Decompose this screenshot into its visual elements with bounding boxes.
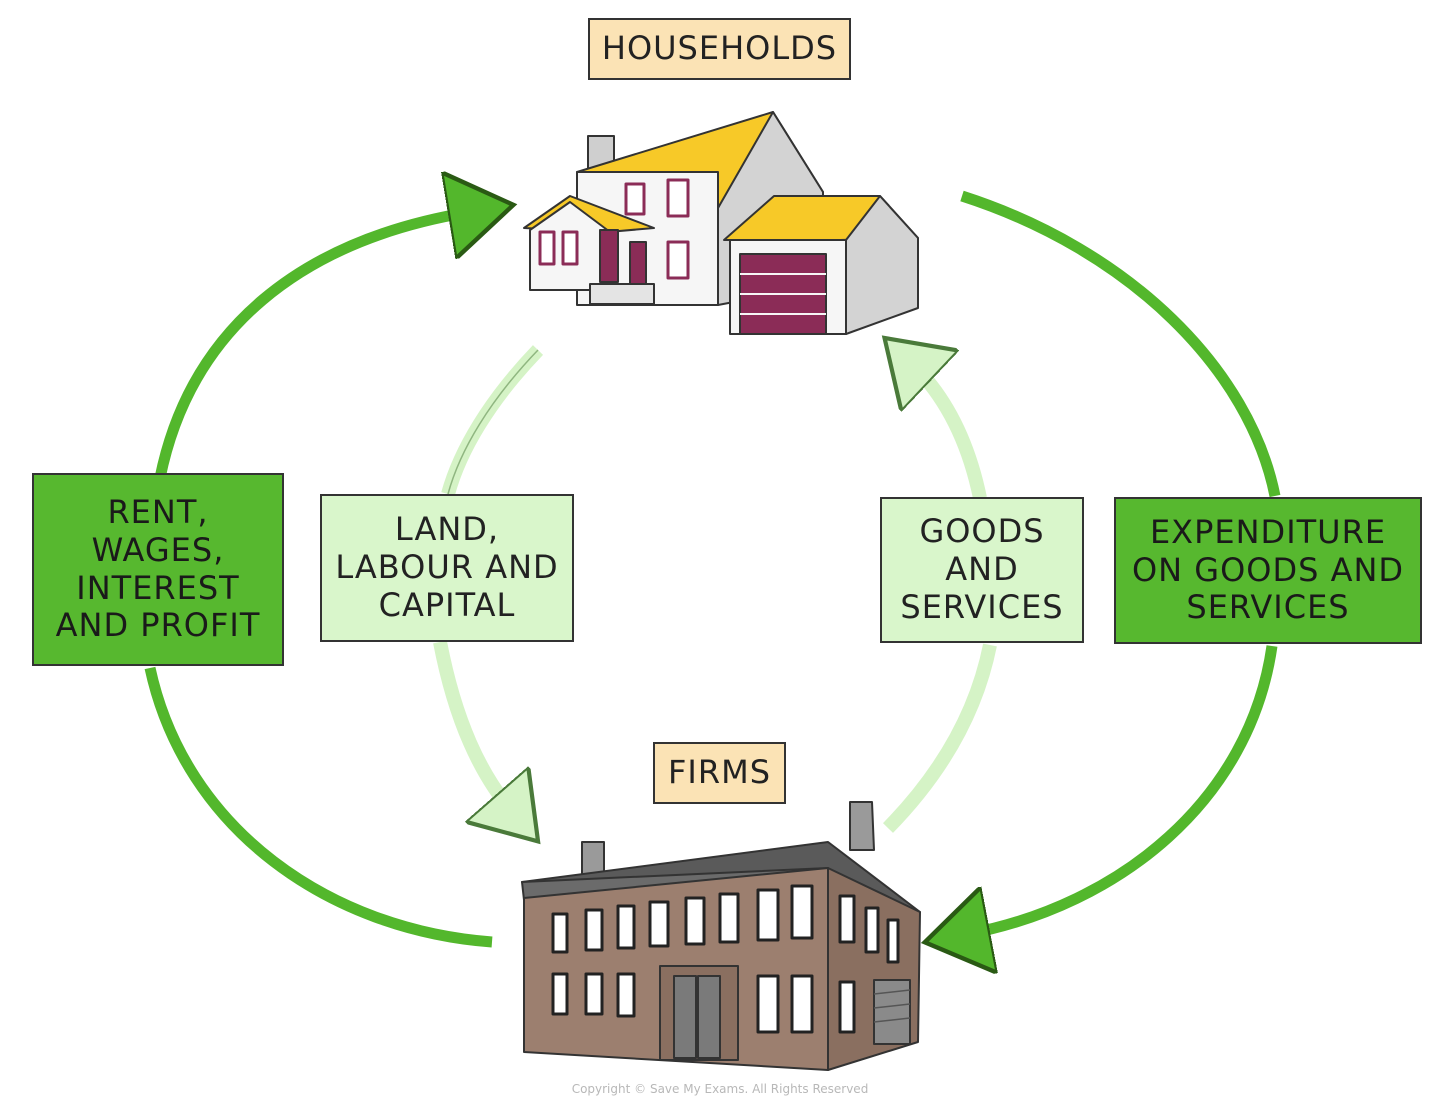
goods-and-services-box: GOODS AND SERVICES	[880, 497, 1084, 643]
firms-label: FIRMS	[653, 742, 786, 804]
factors-arrow-lower	[433, 640, 515, 815]
households-text: HOUSEHOLDS	[601, 29, 838, 68]
factors-arrow-upper	[441, 345, 544, 496]
factory-illustration	[521, 801, 921, 1071]
firms-text: FIRMS	[668, 753, 771, 792]
land-labour-capital-box: LAND, LABOUR AND CAPITAL	[320, 494, 574, 642]
households-label: HOUSEHOLDS	[588, 18, 851, 80]
expenditure-arrow-lower	[968, 645, 1278, 934]
goods-arrow-upper	[910, 362, 987, 500]
expenditure-arrow-upper	[960, 190, 1281, 498]
rent-arrow-upper	[154, 212, 470, 480]
copyright-notice: Copyright © Save My Exams. All Rights Re…	[571, 1082, 869, 1096]
rent-wages-interest-profit-text: RENT, WAGES, INTEREST AND PROFIT	[55, 493, 261, 645]
house-illustration	[523, 111, 919, 335]
factors-arrow-upper-edge	[447, 349, 539, 495]
rent-wages-interest-profit-box: RENT, WAGES, INTEREST AND PROFIT	[32, 473, 284, 666]
rent-arrow-lower	[144, 666, 493, 948]
land-labour-capital-text: LAND, LABOUR AND CAPITAL	[335, 510, 559, 624]
expenditure-text: EXPENDITURE ON GOODS AND SERVICES	[1131, 512, 1405, 627]
goods-arrow-lower	[882, 643, 997, 833]
goods-and-services-text: GOODS AND SERVICES	[900, 512, 1064, 626]
expenditure-box: EXPENDITURE ON GOODS AND SERVICES	[1114, 497, 1422, 644]
